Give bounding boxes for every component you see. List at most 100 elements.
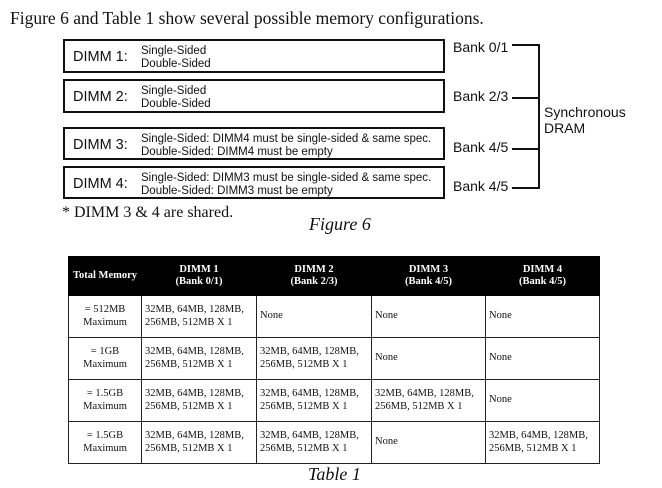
cell-line2: 256MB, 512MB X 1	[145, 400, 233, 412]
dimm-3-desc-line1: Single-Sided: DIMM4 must be single-sided…	[141, 133, 432, 145]
cell-line2: 256MB, 512MB X 1	[489, 442, 577, 454]
dimm-1-cell: 32MB, 64MB, 128MB,256MB, 512MB X 1	[141, 337, 257, 380]
cell-line1: None	[375, 436, 398, 448]
cell-line1: None	[375, 310, 398, 322]
total-memory-value: = 1.5GB	[86, 388, 124, 399]
header-dimm-4-bank: (Bank 4/5)	[519, 276, 566, 287]
dimm-3-cell: None	[371, 295, 486, 338]
total-memory-value: = 1GB	[90, 346, 120, 357]
dimm-2-cell: 32MB, 64MB, 128MB,256MB, 512MB X 1	[256, 379, 372, 422]
cell-line1: 32MB, 64MB, 128MB,	[375, 388, 474, 399]
dimm-1-cell: 32MB, 64MB, 128MB,256MB, 512MB X 1	[141, 421, 257, 464]
dimm-2-desc-line2: Double-Sided	[141, 97, 211, 110]
dimm-2-box: DIMM 2: Single-Sided Double-Sided	[63, 79, 445, 113]
bracket-line-bank-4-5-b	[512, 187, 540, 189]
dimm-2-cell: 32MB, 64MB, 128MB,256MB, 512MB X 1	[256, 337, 372, 380]
dimm-1-box: DIMM 1: Single-Sided Double-Sided	[63, 39, 445, 73]
dimm-1-label: DIMM 1:	[73, 49, 128, 65]
dimm-2-desc-line1: Single-Sided	[141, 85, 207, 97]
header-total-memory-text: Total Memory	[72, 269, 138, 281]
dimm-4-cell: None	[485, 295, 600, 338]
dimm-1-cell: 32MB, 64MB, 128MB,256MB, 512MB X 1	[141, 379, 257, 422]
dimm-3-description: Single-Sided: DIMM4 must be single-sided…	[141, 133, 431, 158]
header-dimm-2: DIMM 2(Bank 2/3)	[256, 256, 372, 296]
header-dimm-1-name: DIMM 1	[179, 263, 219, 275]
total-memory-qualifier: Maximum	[83, 442, 127, 454]
dimm-4-desc-line2: Double-Sided: DIMM3 must be empty	[141, 184, 333, 197]
dimm-4-cell: None	[485, 337, 600, 380]
bracket-line-bank-4-5-a	[512, 148, 540, 150]
dimm-3-cell: 32MB, 64MB, 128MB,256MB, 512MB X 1	[371, 379, 486, 422]
figure-caption: Figure 6	[309, 214, 371, 234]
bracket-line-bank-0-1	[512, 44, 540, 46]
cell-line2: 256MB, 512MB X 1	[145, 358, 233, 370]
dimm-3-desc-line2: Double-Sided: DIMM4 must be empty	[141, 145, 333, 158]
dimm-4-label: DIMM 4:	[73, 176, 128, 192]
cell-line1: 32MB, 64MB, 128MB,	[145, 388, 244, 399]
cell-line2: 256MB, 512MB X 1	[260, 358, 348, 370]
cell-line1: 32MB, 64MB, 128MB,	[260, 430, 359, 441]
dimm-4-cell: None	[485, 379, 600, 422]
bracket-vertical-line	[538, 44, 540, 189]
cell-line1: 32MB, 64MB, 128MB,	[260, 346, 359, 357]
cell-line2: 256MB, 512MB X 1	[145, 442, 233, 454]
header-dimm-2-name: DIMM 2	[294, 263, 334, 275]
dimm-2-label: DIMM 2:	[73, 89, 128, 105]
cell-line1: 32MB, 64MB, 128MB,	[489, 430, 588, 441]
shared-dimm-note: * DIMM 3 & 4 are shared.	[62, 204, 234, 221]
table-caption: Table 1	[308, 464, 361, 484]
cell-line2: 256MB, 512MB X 1	[145, 316, 233, 328]
synchronous-dram-label: Synchronous DRAM	[544, 104, 626, 136]
cell-line1: 32MB, 64MB, 128MB,	[260, 388, 359, 399]
cell-line1: None	[489, 352, 512, 364]
bank-label-dimm-2: Bank 2/3	[453, 88, 509, 104]
cell-line2: 256MB, 512MB X 1	[260, 400, 348, 412]
header-dimm-1-bank: (Bank 0/1)	[175, 276, 223, 287]
header-dimm-3: DIMM 3(Bank 4/5)	[371, 256, 486, 296]
header-dimm-3-bank: (Bank 4/5)	[405, 276, 452, 287]
bracket-line-bank-2-3	[512, 97, 540, 99]
total-memory-qualifier: Maximum	[83, 400, 127, 412]
header-dimm-3-name: DIMM 3	[408, 263, 449, 275]
dimm-4-description: Single-Sided: DIMM3 must be single-sided…	[141, 172, 431, 197]
bank-label-dimm-3: Bank 4/5	[453, 139, 509, 155]
cell-line1: 32MB, 64MB, 128MB,	[145, 430, 244, 441]
cell-line2: 256MB, 512MB X 1	[375, 400, 463, 412]
dimm-2-cell: None	[256, 295, 372, 338]
header-dimm-2-bank: (Bank 2/3)	[290, 276, 338, 287]
dimm-4-box: DIMM 4: Single-Sided: DIMM3 must be sing…	[63, 166, 445, 199]
dimm-1-description: Single-Sided Double-Sided	[141, 45, 211, 70]
dimm-3-box: DIMM 3: Single-Sided: DIMM4 must be sing…	[63, 127, 445, 160]
cell-line1: None	[260, 310, 283, 322]
dimm-3-label: DIMM 3:	[73, 137, 128, 153]
synchronous-dram-line1: Synchronous	[544, 104, 626, 120]
dimm-1-cell: 32MB, 64MB, 128MB,256MB, 512MB X 1	[141, 295, 257, 338]
intro-text: Figure 6 and Table 1 show several possib…	[10, 8, 484, 28]
bank-label-dimm-4: Bank 4/5	[453, 178, 509, 194]
dimm-4-desc-line1: Single-Sided: DIMM3 must be single-sided…	[141, 172, 432, 184]
table-header-row: Total Memory DIMM 1(Bank 0/1) DIMM 2(Ban…	[68, 256, 600, 296]
cell-line1: 32MB, 64MB, 128MB,	[145, 304, 244, 315]
cell-line1: None	[489, 310, 512, 322]
dimm-3-cell: None	[371, 421, 486, 464]
total-memory-qualifier: Maximum	[83, 316, 127, 328]
total-memory-value: = 1.5GB	[86, 430, 124, 441]
total-memory-qualifier: Maximum	[83, 358, 127, 370]
dimm-2-cell: 32MB, 64MB, 128MB,256MB, 512MB X 1	[256, 421, 372, 464]
memory-configuration-table: Total Memory DIMM 1(Bank 0/1) DIMM 2(Ban…	[68, 256, 600, 464]
header-dimm-4: DIMM 4(Bank 4/5)	[485, 256, 600, 296]
cell-line1: 32MB, 64MB, 128MB,	[145, 346, 244, 357]
header-dimm-4-name: DIMM 4	[522, 263, 563, 275]
dimm-1-desc-line1: Single-Sided	[141, 45, 207, 57]
synchronous-dram-line2: DRAM	[544, 120, 586, 136]
bank-label-dimm-1: Bank 0/1	[453, 39, 509, 55]
header-dimm-1: DIMM 1(Bank 0/1)	[141, 256, 257, 296]
